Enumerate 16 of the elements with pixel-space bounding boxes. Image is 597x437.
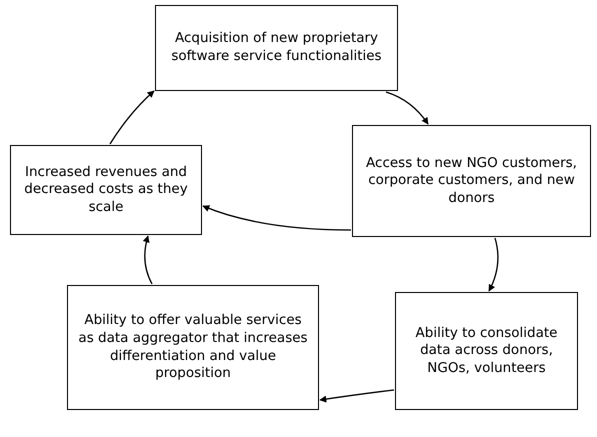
curved-arrow	[109, 90, 155, 144]
process-box	[395, 292, 578, 410]
curved-arrow	[142, 235, 153, 284]
box-text: Access to new NGO customers, corporate customers, and new donors	[365, 154, 578, 208]
process-box	[67, 285, 319, 410]
curved-arrow	[319, 389, 394, 403]
box-text: Acquisition of new proprietary software service functionalities	[170, 30, 383, 66]
box-text: Increased revenues and decreased costs as they scale	[23, 164, 189, 216]
curved-arrow	[202, 205, 351, 231]
curved-arrow	[386, 91, 429, 125]
process-box	[352, 125, 591, 237]
curved-arrow	[488, 238, 499, 292]
process-box	[10, 145, 202, 235]
box-text: Ability to offer valuable services as data aggregator that increases differentiation and value proposition	[77, 312, 309, 383]
box-text: Ability to consolidate data across donors, NGOs, volunteers	[414, 324, 558, 378]
process-box	[155, 5, 398, 91]
